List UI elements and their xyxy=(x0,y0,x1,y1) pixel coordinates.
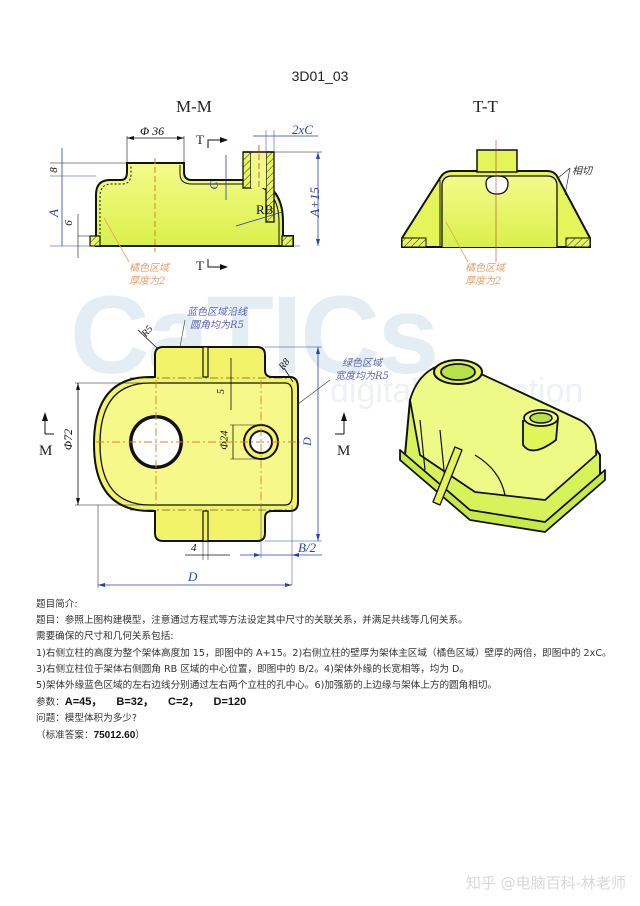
zhihu-watermark: 知乎 @电脑百科-林老师 xyxy=(465,874,626,892)
answer-value: 75012.60 xyxy=(93,729,136,741)
section-mm-label: M-M xyxy=(176,97,212,116)
dim-5: 5 xyxy=(216,389,227,394)
dim-8: 8 xyxy=(47,167,60,173)
green-note-line2: 宽度均为R5 xyxy=(335,371,389,382)
plan-view xyxy=(42,319,347,588)
blue-note-line1: 蓝色区域沿线 xyxy=(187,307,247,318)
dim-6: 6 xyxy=(62,220,75,226)
answer-prefix: （标准答案： xyxy=(36,729,94,741)
answer-suffix: ） xyxy=(135,729,145,741)
green-note-line1: 绿色区域 xyxy=(341,358,382,369)
dim-rb: RB xyxy=(256,202,274,217)
requirement-line-2: 3)右侧立柱位于架体右侧圆角 RB 区域的中心位置，即图中的 B/2。4)架体外… xyxy=(36,663,470,675)
section-mm-view xyxy=(50,130,322,270)
orange-note-line2: 厚度为2 xyxy=(465,276,502,287)
dim-phi36: Φ 36 xyxy=(140,124,165,138)
dim-a-plus-15: A+15 xyxy=(306,187,322,217)
orange-note-line2: 厚度为2 xyxy=(129,276,166,287)
dim-a: A xyxy=(45,209,61,217)
section-marker-m-left: M xyxy=(39,443,53,459)
orange-region-note-tt: 橘色区域 厚度为2 xyxy=(465,262,505,288)
problem-description: 题目简介: 题目：参照上图构建模型，注意通过方程式等方法设定其中尺寸的关联关系，… xyxy=(36,597,626,744)
document-title: 3D01_03 xyxy=(291,68,349,84)
requirement-line-1: 1)右侧立柱的高度为整个架体高度加 15，即图中的 A+15。2)右侧立柱的壁厚… xyxy=(36,647,612,659)
param-b: B=32， xyxy=(116,696,154,709)
orange-note-line1: 橘色区域 xyxy=(465,263,505,274)
param-a: A=45， xyxy=(64,696,103,709)
section-marker-m-right: M xyxy=(337,443,351,459)
requirements-heading: 需要确保的尺寸和几何关系包括: xyxy=(36,631,174,643)
param-d: D=120 xyxy=(213,696,247,709)
question: 问题：模型体积为多少? xyxy=(36,713,138,725)
problem-heading: 题目简介: xyxy=(36,599,78,610)
dim-c: C xyxy=(206,181,221,190)
dim-4: 4 xyxy=(191,542,197,554)
problem-statement: 题目：参照上图构建模型，注意通过方程式等方法设定其中尺寸的关联关系，并满足共线等… xyxy=(36,615,468,627)
dim-d-vertical: D xyxy=(299,437,314,446)
dim-phi24: Φ24 xyxy=(218,430,231,450)
dim-2xc: 2xC xyxy=(292,122,313,137)
dim-phi72: Φ72 xyxy=(61,428,76,451)
dim-d-horizontal: D xyxy=(188,569,198,584)
section-marker-t-top: T xyxy=(196,132,204,147)
requirement-line-3: 5)架体外缘蓝色区域的左右边线分别通过左右两个立柱的孔中心。6)加强筋的上边缘与… xyxy=(36,680,498,692)
params-label: 参数： xyxy=(36,697,65,709)
isometric-view xyxy=(399,359,606,533)
section-marker-t-bottom: T xyxy=(196,258,204,273)
section-tt-label: T-T xyxy=(473,97,498,116)
parameters-row: 参数：A=45， B=32， C=2， D=120 xyxy=(36,694,626,711)
orange-note-line1: 橘色区域 xyxy=(129,263,169,274)
section-tt-view xyxy=(401,140,591,263)
answer-row: （标准答案：75012.60） xyxy=(36,728,626,744)
param-c: C=2， xyxy=(168,696,200,709)
blue-note-line2: 圆角均为R5 xyxy=(190,320,244,331)
green-region-note: 绿色区域 宽度均为R5 xyxy=(335,357,389,383)
tangent-note: 相切 xyxy=(572,166,592,177)
dim-b-half: B/2 xyxy=(298,540,317,555)
engineering-drawing xyxy=(42,130,606,588)
orange-region-note-mm: 橘色区域 厚度为2 xyxy=(129,262,169,288)
blue-region-note: 蓝色区域沿线 圆角均为R5 xyxy=(187,306,247,332)
